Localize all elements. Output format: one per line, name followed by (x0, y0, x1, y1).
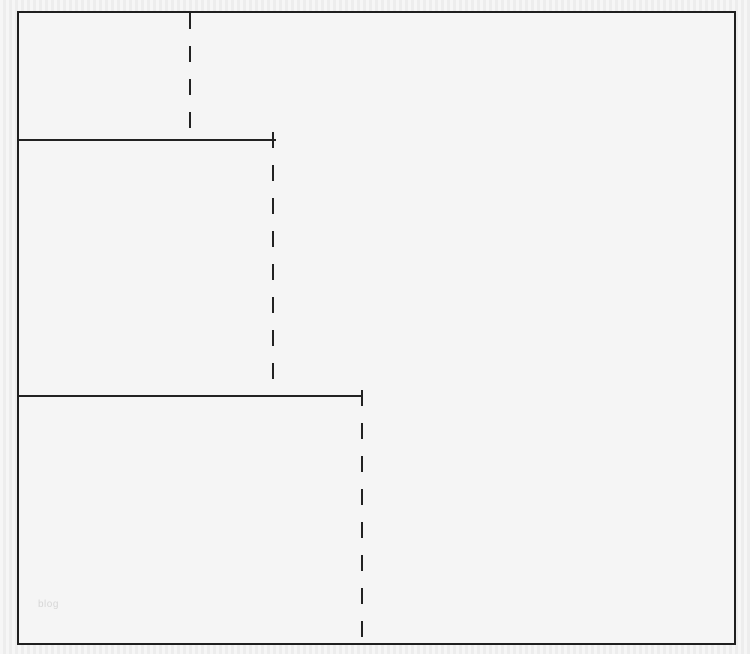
drop-line-3 (361, 390, 363, 643)
drop-line-1 (189, 13, 191, 128)
drop-line-2 (272, 132, 274, 392)
step-line-2 (19, 395, 363, 397)
step-line-1 (19, 139, 276, 141)
diagram-canvas: blog (19, 13, 734, 643)
watermark-text: blog (38, 599, 59, 610)
canvas-frame: blog (17, 11, 736, 645)
